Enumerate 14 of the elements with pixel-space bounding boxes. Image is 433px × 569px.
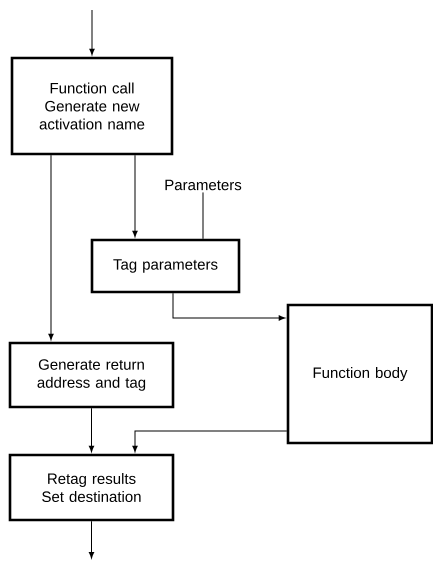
process-box: Tag parameters: [90, 238, 240, 294]
process-box: Generate return address and tag: [8, 342, 174, 408]
arrow: [88, 408, 94, 452]
arrow: [132, 430, 288, 452]
arrow: [89, 10, 95, 56]
process-box: Retag results Set destination: [8, 454, 174, 522]
input-label: Parameters: [165, 180, 242, 190]
arrow: [48, 154, 54, 340]
process-box: Function call Generate new activation name: [10, 56, 174, 156]
arrow: [172, 292, 286, 321]
process-box: Function body: [286, 304, 433, 444]
arrow: [132, 154, 138, 238]
connector-line: [202, 192, 204, 240]
arrow: [88, 520, 94, 558]
